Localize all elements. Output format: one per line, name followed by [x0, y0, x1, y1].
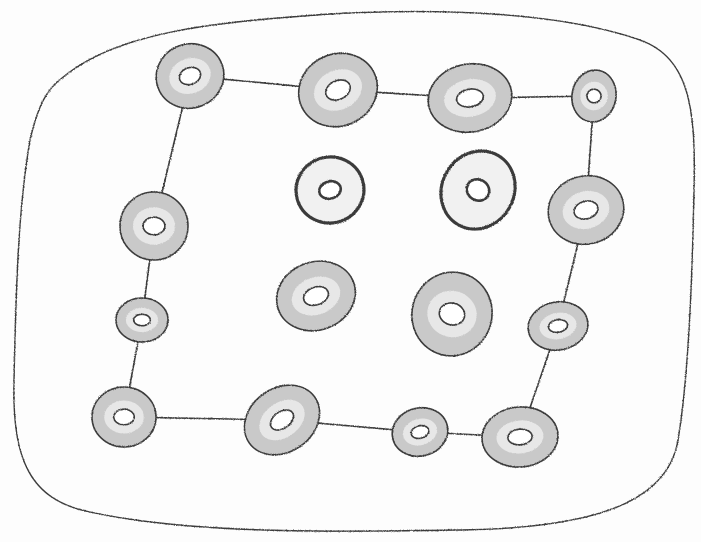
interior-node	[267, 250, 365, 341]
perimeter-node	[231, 371, 333, 469]
interior-node	[289, 149, 372, 230]
perimeter-node	[540, 167, 631, 252]
perimeter-node	[423, 57, 518, 139]
ring-connections	[124, 76, 594, 437]
node-inner-oval	[114, 409, 134, 425]
nodes	[92, 34, 632, 470]
perimeter-node	[287, 40, 390, 139]
perimeter-node	[116, 298, 168, 342]
interior-node	[427, 137, 529, 242]
perimeter-node	[387, 402, 454, 463]
perimeter-node	[147, 34, 233, 117]
perimeter-node	[92, 387, 156, 447]
perimeter-node	[120, 192, 188, 260]
perimeter-node	[480, 404, 561, 470]
node-inner-oval	[143, 217, 165, 235]
perimeter-node	[568, 67, 620, 126]
interior-node	[402, 263, 501, 365]
node-inner-oval	[134, 314, 151, 325]
perimeter-node	[524, 297, 591, 355]
